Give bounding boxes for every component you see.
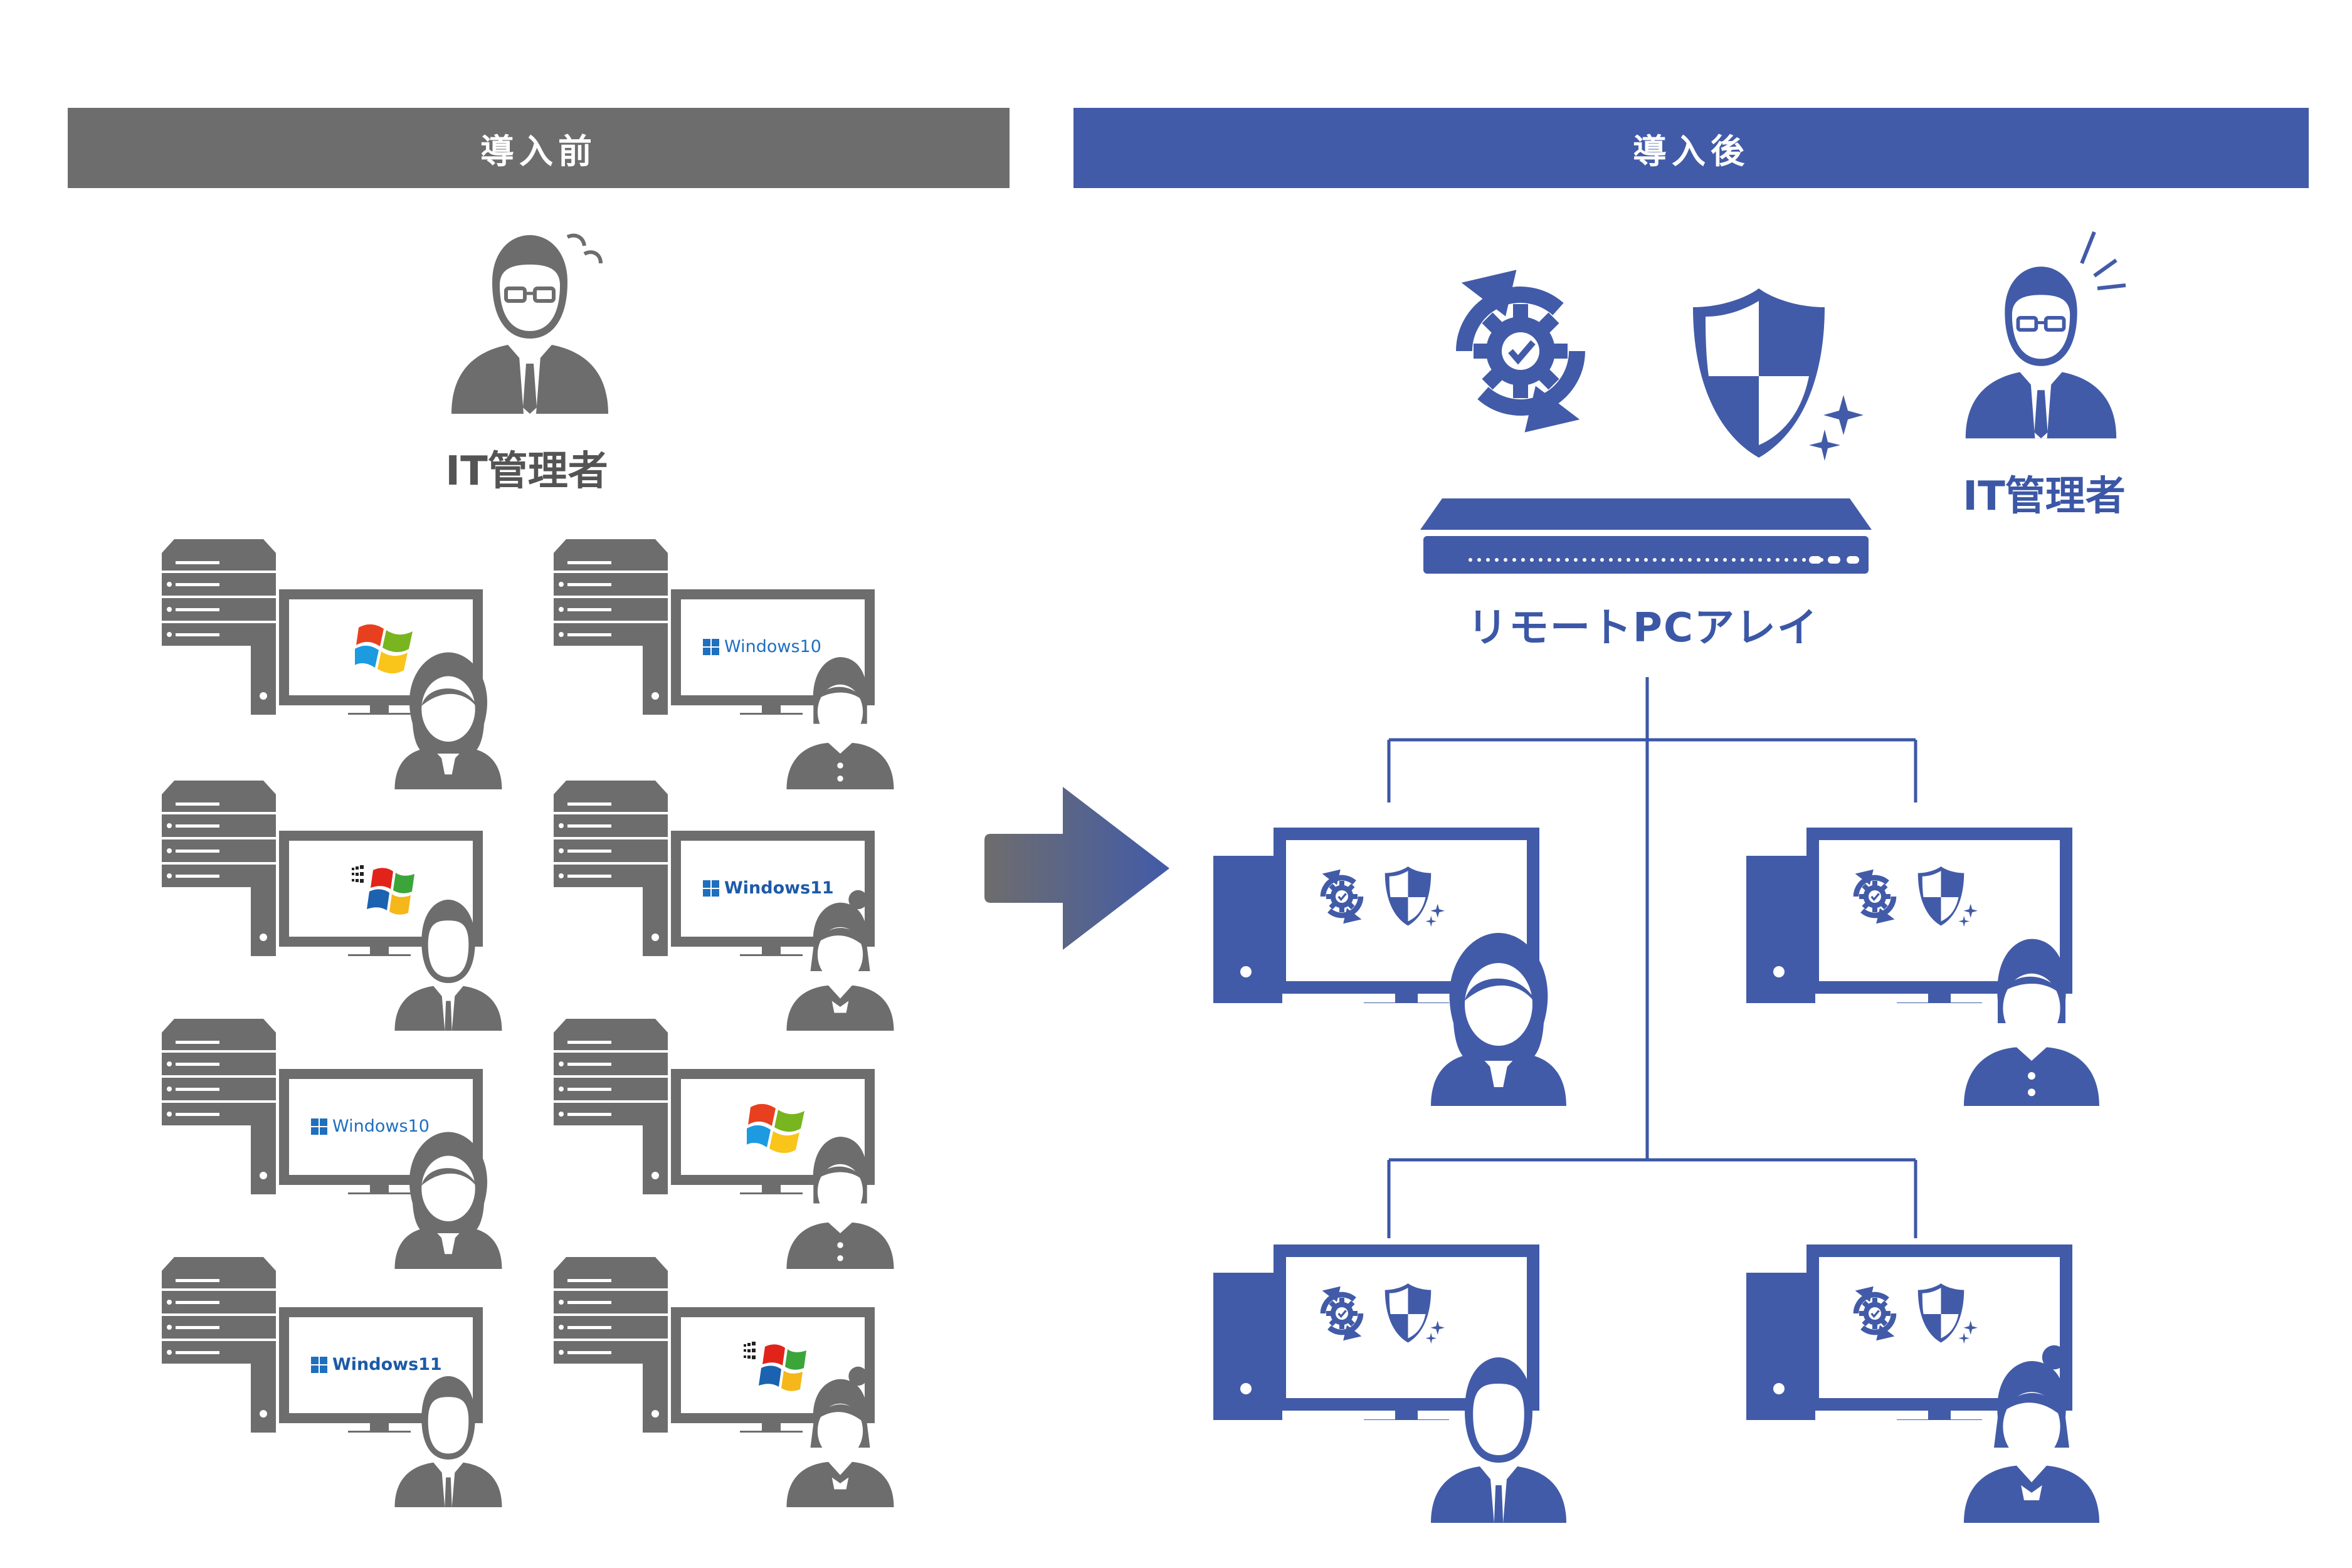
os-version-label: Windows10 [332, 1117, 430, 1136]
before-workstation [162, 1257, 502, 1507]
before-workstation [554, 539, 894, 789]
before-workstation [554, 1019, 894, 1269]
managed-client [1746, 828, 2099, 1106]
os-version-label: Windows11 [724, 878, 834, 898]
windows-11-logo-icon: Windows11 [311, 1355, 442, 1374]
security-shield-icon [1693, 288, 1864, 461]
before-workstation [554, 1257, 894, 1507]
after-banner: 導入後 [1073, 108, 2309, 188]
it-admin-worried-icon [451, 235, 608, 414]
managed-client [1746, 1244, 2099, 1523]
update-gear-icon [1461, 270, 1580, 432]
before-workstation [162, 1019, 502, 1269]
worried-mark-icon [566, 233, 586, 246]
before-workstation [554, 781, 894, 1031]
before-banner-label: 導入前 [480, 131, 597, 171]
after-banner-label: 導入後 [1633, 131, 1749, 171]
windows-flag-icon [311, 1356, 327, 1373]
windows-11-logo-icon: Windows11 [703, 878, 834, 898]
before-workstation [162, 539, 502, 789]
before-workstation [162, 781, 502, 1031]
os-version-label: Windows10 [724, 637, 821, 656]
os-version-label: Windows11 [332, 1355, 442, 1374]
network-tree [1387, 677, 1917, 1238]
windows-10-logo-icon: Windows10 [311, 1117, 430, 1136]
remote-pc-array-label: リモートPCアレイ [1467, 605, 1818, 651]
it-admin-label-before: IT管理者 [445, 448, 608, 495]
managed-client [1213, 1244, 1566, 1523]
it-admin-happy-icon [1966, 266, 2116, 438]
it-admin-label-after: IT管理者 [1963, 473, 2126, 520]
windows-flag-icon [703, 880, 719, 897]
windows-flag-icon [703, 638, 719, 655]
transition-arrow-icon [984, 787, 1169, 950]
before-banner: 導入前 [68, 108, 1010, 188]
windows-10-logo-icon: Windows10 [703, 637, 821, 656]
rack-server-icon [1420, 498, 1872, 574]
windows-flag-icon [311, 1118, 327, 1135]
managed-client [1213, 828, 1566, 1106]
